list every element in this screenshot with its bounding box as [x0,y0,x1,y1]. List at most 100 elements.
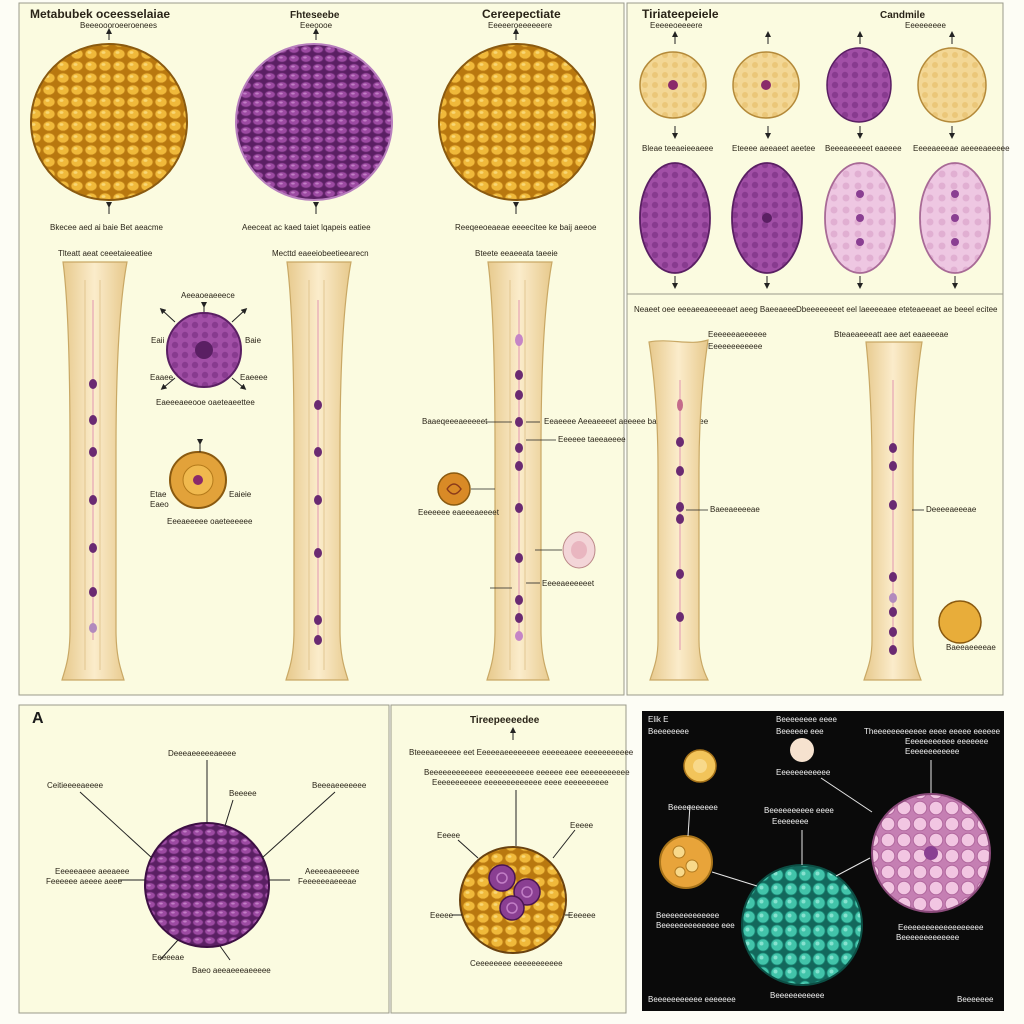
bl-label-1: Ceitieeeeaeeee [47,781,104,790]
top-right-title-1: Tiriateepeiele [642,7,719,21]
top-left-subtitle-2: Eeeoooe [300,21,333,30]
small-cell-label-1: Bleae teeaeieeaeee [642,144,714,153]
oval-cell-nuclei [856,190,959,246]
br-top-label-8: Eeeeeeeeeeee [905,747,960,756]
br-top-label-5: Eeeeeeeeeeee [776,768,831,777]
f3-label-5: Eeeeaeeeeeet [542,579,595,588]
top-right-title-2: Candmile [880,10,925,21]
fiber-1-nuclei [89,379,97,633]
br-top-label-3: Beeeeeeee eeee [776,715,838,724]
top-left-title-1: Metabubek oceesselaiae [30,7,170,21]
cell1-caption: Eaeeeaeeooe oaeteaeettee [156,398,255,407]
fiber-4-nuclei [676,399,684,622]
cell1-top-label: Aeeaoeaeeece [181,291,235,300]
small-cell-gold-1-nucleus [668,80,678,90]
column-label-1: Tlteatt aeat ceeetaieeatiee [58,249,153,258]
top-right-side-label-2: Deeeeaeeeae [926,505,977,514]
bl-label-6: Aeeeeaeeeeee [305,867,360,876]
top-right-mid-label-2: Dbeeeeeeeet eel laeeeeaee eteteaeeaet ae… [796,305,998,314]
top-right-fiber-label-1: Eeeeeeaeeeeee [708,330,767,339]
pink-tissue-nucleus [924,846,938,860]
cell-arrow-dr [231,377,247,390]
bl-label-9: Baeo aeeaeeeaeeeee [192,966,271,975]
caption-1: Bkecee aed ai baie Bet aeacme [50,223,164,232]
oval-cell-arrows [672,276,958,289]
cell1-right1-label: Baie [245,336,262,345]
top-right-side-label-3: Baeeaeeeeae [946,643,996,652]
top-left-subtitle-3: Eeeeeroeeeeeere [488,21,553,30]
top-right-subtitle-1: Eeeeeoeeeere [650,21,703,30]
column-label-2: Mecttd eaeeiobeetieearecn [272,249,369,258]
panel-letter-a: A [32,710,44,727]
small-cell-purple [826,47,892,123]
top-left-title-2: Fhteseebe [290,10,340,21]
br-label-5: Beeeeeeeeeeeee eee [656,921,735,930]
top-right-subtitle-2: Eeeeeeeee [905,21,946,30]
bottom-left-leader-lines [79,760,336,961]
br-label-10: Beeeeeee [957,995,994,1004]
bm-title: Tireepeeeedee [470,715,540,726]
br-label-3: Eeeeeeee [772,817,809,826]
muscle-fiber-1 [61,261,128,681]
column-label-3: Bteete eeaeeata taeeie [475,249,558,258]
cell2-right-label: Eaieie [229,490,252,499]
bl-label-5: Feeeeee aeeee aeee [46,877,123,886]
top-left-title-3: Cereepectiate [482,7,561,21]
gold-tissue-circle-2 [438,43,596,201]
fiber-striations [84,280,526,670]
br-label-8: Beeeeeeeeeee eeeeeee [648,995,736,1004]
br-label-9: Beeeeeeeeeee [770,991,825,1000]
cell-arrow-dl [160,377,176,390]
f3-label-4: Eeeeeee eaeeeaeeeet [418,508,500,517]
bm-desc-1: Beeeeeeeeeeee eeeeeeeeeee eeeeee eee eee… [424,768,630,777]
bl-label-2: Beeeee [229,789,257,798]
top-left-subtitle-1: Beeeoooroeeroenees [80,21,157,30]
bl-label-7: Feeeeeeaeeeae [298,877,357,886]
br-label-6: Eeeeeeeeeeeeeeeeeee [898,923,984,932]
oval-cell-purple-1 [639,162,711,274]
br-orange-cell-nuclei [672,845,699,878]
bm-desc-2: Eeeeeeeeeee eeeeeeeeeeeee eeee eeeeeeeee… [432,778,609,787]
caption-2: Aeeceat ac kaed taiet lqapeis eatiee [242,223,371,232]
br-top-label-2: Beeeeeeee [648,727,689,736]
cell2-caption: Eeeaeeeee oaeteeeeee [167,517,253,526]
bl-label-8: Eeeeeae [152,953,185,962]
br-cream-cell [790,738,814,762]
small-cell-label-3: Beeeaeeeeet eaeeee [825,144,902,153]
bm-subtitle: Bteeeaeeeeee eet Eeeeeaeeeeeeee eeeeeaee… [409,748,634,757]
br-label-2: Beeeeeeeeee eeee [764,806,834,815]
small-cell-gold-3 [917,47,987,123]
br-orange-cell [659,835,713,889]
br-label-4: Beeeeeeeeeeeee [656,911,720,920]
small-cell-label-4: Eeeeaeeeae aeeeeaeeeee [913,144,1010,153]
gold-side-cell [437,472,471,506]
purple-tissue-circle [235,43,393,201]
bm-label-1: Eeeee [437,831,461,840]
top-right-mid-label-1: Neaeet oee eeeaeeaeeeeaet aeeg Baeeaeee [634,305,797,314]
purple-cell-nucleus [195,341,213,359]
br-gold-cell-small-inner [693,759,707,773]
f3-label-3: Eeeeee taeeaeeee [558,435,626,444]
br-label-7: Beeeeeeeeeeeee [896,933,960,942]
br-connector-lines [687,760,932,887]
gold-tissue-circle-1 [30,43,188,201]
fiber-3-nuclei [515,334,523,641]
top-right-fiber-label-2: Eeeeeeeeeeee [708,342,763,351]
fiber-2-nuclei [314,400,322,645]
teal-tissue-circle [741,864,863,986]
bm-purple-nuclei [488,864,541,921]
f3-label-2: Eeaeeee Aeeaeeeet aeeeee bace Eaeaeeeee [544,417,709,426]
cell1-right2-label: Eaeeee [240,373,268,382]
small-cell-label-2: Eteeee aeeaeet aeetee [732,144,816,153]
top-right-side-label-1: Baeeaeeeeae [710,505,760,514]
purple-tissue-large [144,822,270,948]
cell1-left1-label: Eaii [151,336,165,345]
cell2-left-label: Etae [150,490,167,499]
gold-side-cell-right [938,600,982,644]
bm-label-2: Eeeee [570,821,594,830]
f3-label-1: Baaeqeeeaeeeeet [422,417,488,426]
fiber-5-nuclei [889,443,897,655]
br-top-label-4: Beeeeee eee [776,727,824,736]
br-label-1: Beeeeeeeeee [668,803,718,812]
